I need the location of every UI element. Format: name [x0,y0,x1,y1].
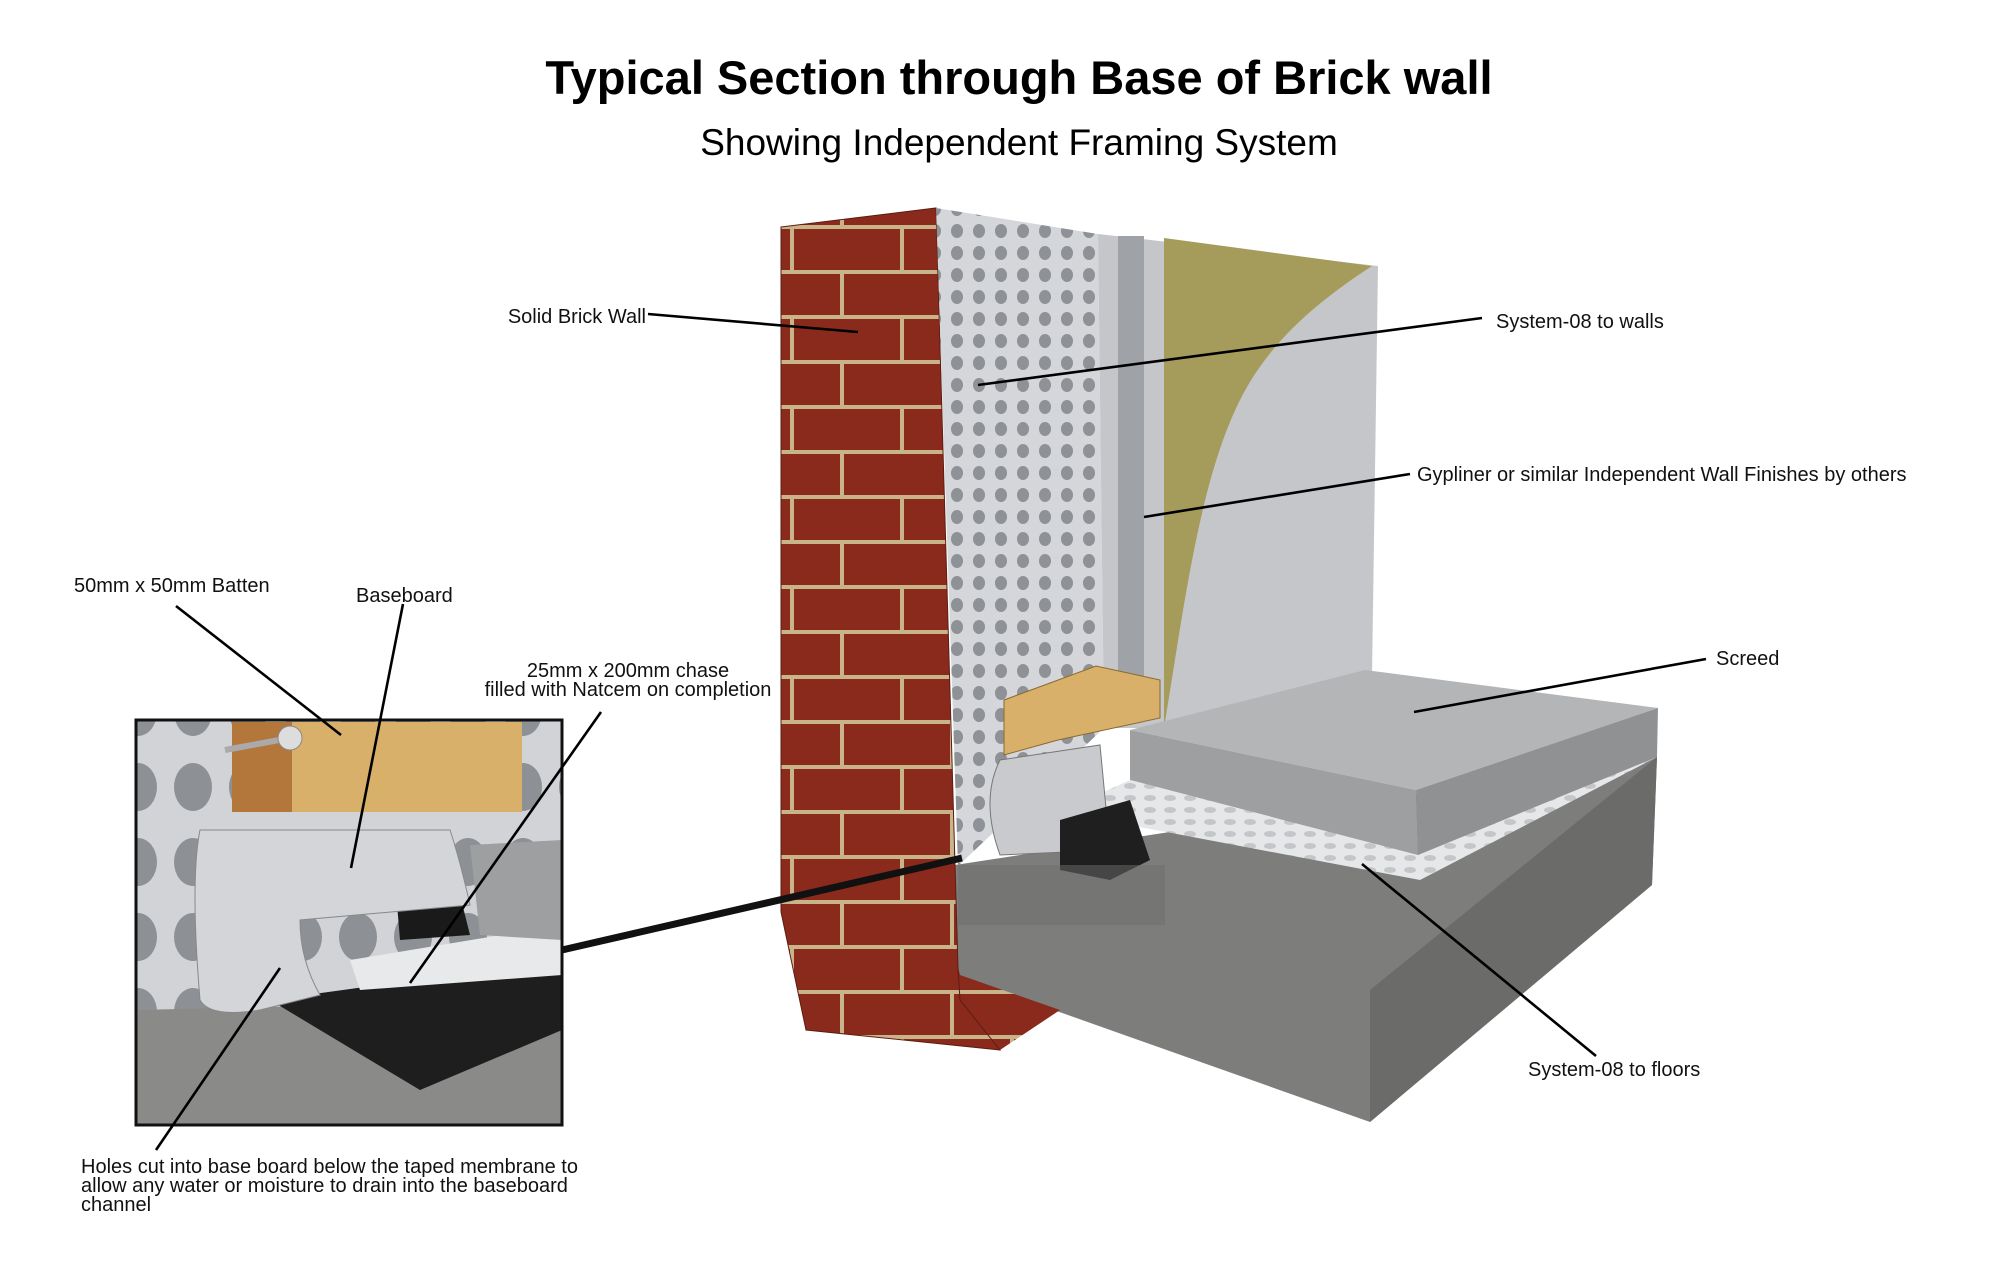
label-system08-floors: System-08 to floors [1528,1059,1700,1081]
leader-chase [408,711,603,984]
label-batten: 50mm x 50mm Batten [74,575,270,597]
leader-gypliner [1143,472,1411,519]
system08-floor-membrane [1060,757,1657,880]
leader-holes [154,967,282,1151]
label-holes-2: allow any water or moisture to drain int… [81,1175,568,1197]
label-chase-1: 25mm x 200mm chase [527,660,729,682]
label-holes-1: Holes cut into base board below the tape… [81,1156,578,1178]
main-illustration [780,207,1658,1122]
leader-system08-walls [977,316,1483,387]
diagram-title: Typical Section through Base of Brick wa… [545,51,1492,104]
diagram-subtitle: Showing Independent Framing System [700,122,1338,163]
leader-screed [1413,657,1707,714]
label-holes-3: channel [81,1194,151,1216]
leader-system08-floors [1361,862,1597,1058]
insulation [1164,238,1372,728]
label-solid-brick-wall: Solid Brick Wall [508,306,646,328]
leader-solid-brick-wall [647,312,859,334]
label-screed: Screed [1716,648,1779,670]
leader-batten [175,604,342,737]
batten [1003,665,1161,756]
inset-connector-line [561,854,963,954]
label-system08-walls: System-08 to walls [1496,311,1664,333]
detail-inset [134,718,564,1127]
label-gypliner: Gypliner or similar Independent Wall Fin… [1417,464,1906,486]
screed [1130,670,1658,790]
label-baseboard: Baseboard [356,585,453,607]
leader-baseboard [349,603,405,869]
label-chase-2: filled with Natcem on completion [485,679,772,701]
